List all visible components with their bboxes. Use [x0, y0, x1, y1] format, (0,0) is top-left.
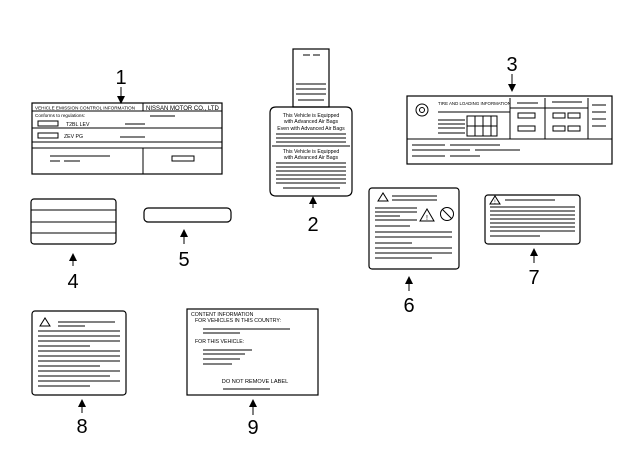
label-2-line3: Even with Advanced Air Bags [277, 126, 345, 132]
label-9-content-info: CONTENT INFORMATION FOR VEHICLES IN THIS… [186, 308, 319, 396]
callout-3: 3 [506, 54, 518, 92]
label-7-caution: ! [484, 194, 581, 245]
label-2-line5: with Advanced Air Bags [284, 155, 339, 161]
label-1-emission: VEHICLE EMISSION CONTROL INFORMATION NIS… [31, 102, 223, 175]
label-9-line3: FOR THIS VEHICLE: [195, 339, 244, 345]
label-1-row1: T2BL LEV [66, 122, 90, 128]
label-8-warning [31, 310, 127, 396]
label-2-line1: This Vehicle is Equipped [283, 113, 340, 119]
callout-number-2: 2 [307, 214, 318, 236]
label-9-footer: DO NOT REMOVE LABEL [222, 379, 288, 385]
label-4 [30, 198, 117, 245]
callout-number-6: 6 [403, 295, 414, 317]
callout-number-4: 4 [67, 271, 78, 293]
callout-number-1: 1 [115, 67, 126, 89]
callout-number-8: 8 [76, 416, 87, 438]
label-1-row2: ZEV PG [64, 134, 83, 140]
label-6-warning: ! [368, 187, 460, 270]
callout-8: 8 [76, 399, 88, 438]
callout-9: 9 [247, 399, 259, 439]
label-9-line1: CONTENT INFORMATION [191, 312, 254, 318]
label-2-airbag: This Vehicle is Equipped with Advanced A… [269, 48, 353, 197]
callout-7: 7 [528, 248, 540, 289]
caution-icon: ! [494, 200, 495, 206]
label-3-tire-loading: TIRE AND LOADING INFORMATION [406, 95, 613, 165]
label-1-conforms: Conforms to regulations: [35, 113, 85, 118]
prohibited-icon [440, 207, 454, 221]
callout-number-3: 3 [506, 54, 517, 76]
label-5 [143, 207, 232, 223]
callout-5: 5 [178, 229, 190, 271]
callout-number-5: 5 [178, 249, 189, 271]
label-9-line2: FOR VEHICLES IN THIS COUNTRY: [195, 318, 281, 324]
callout-4: 4 [67, 253, 79, 293]
label-2-line4: This Vehicle is Equipped [283, 149, 340, 155]
callout-number-7: 7 [528, 267, 539, 289]
label-1-header-right: NISSAN MOTOR CO., LTD [146, 106, 219, 112]
label-2-line2: with Advanced Air Bags [284, 119, 339, 125]
warning-icon: ! [426, 215, 428, 222]
callout-6: 6 [403, 276, 415, 317]
callout-2: 2 [307, 196, 319, 236]
label-3-title: TIRE AND LOADING INFORMATION [438, 101, 511, 106]
callout-number-9: 9 [247, 417, 258, 439]
callout-1: 1 [115, 67, 127, 104]
label-1-header-left: VEHICLE EMISSION CONTROL INFORMATION [35, 106, 135, 111]
